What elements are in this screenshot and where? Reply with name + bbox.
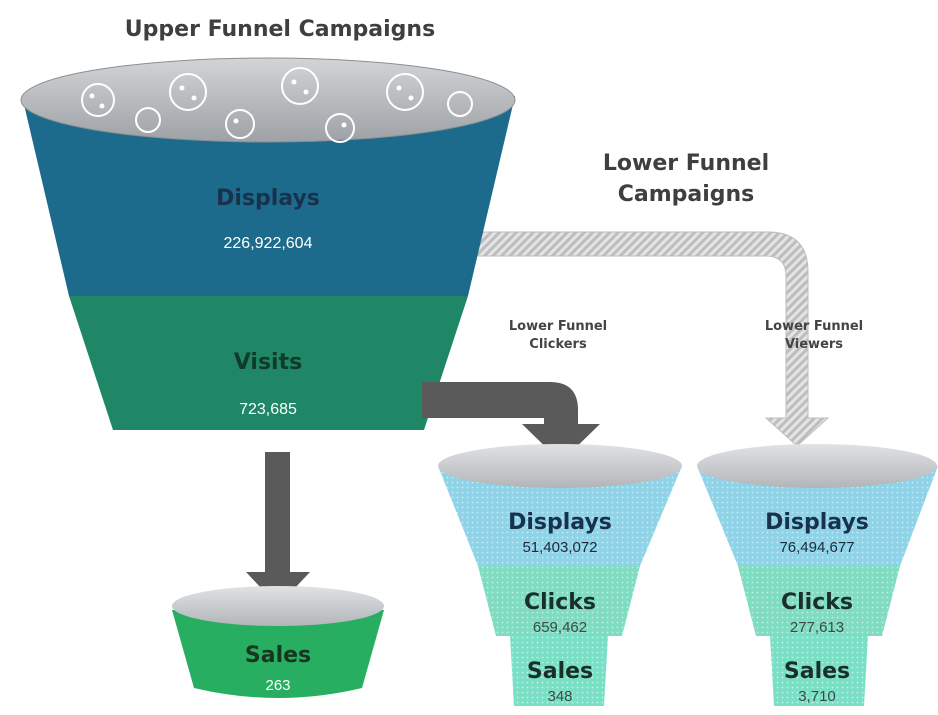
clickers-displays-label: Displays <box>508 510 612 535</box>
clickers-arrow <box>422 382 600 462</box>
upper-displays-segment <box>22 96 515 296</box>
upper-displays-value: 226,922,604 <box>224 235 313 252</box>
clickers-funnel <box>438 444 682 706</box>
upper-funnel-rim <box>21 58 515 142</box>
clickers-sales-value: 348 <box>547 688 572 705</box>
viewers-funnel <box>697 444 938 706</box>
upper-funnel-title: Upper Funnel Campaigns <box>125 17 435 42</box>
clickers-sales-label: Sales <box>527 659 593 684</box>
upper-displays-label: Displays <box>216 186 320 211</box>
clickers-rim <box>438 444 682 488</box>
upper-sales-label: Sales <box>245 643 311 668</box>
viewers-sales-label: Sales <box>784 659 850 684</box>
clickers-clicks-value: 659,462 <box>533 619 587 636</box>
clickers-group-label-line1: Lower Funnel <box>509 319 607 334</box>
upper-sales-value: 263 <box>265 677 290 694</box>
sales-arrow <box>246 452 310 606</box>
upper-visits-segment <box>69 296 468 430</box>
viewers-clicks-value: 277,613 <box>790 619 844 636</box>
viewers-group-label-line1: Lower Funnel <box>765 319 863 334</box>
viewers-displays-label: Displays <box>765 510 869 535</box>
lower-funnel-title-line1: Lower Funnel <box>603 151 769 176</box>
viewers-rim <box>697 444 937 488</box>
viewers-sales-value: 3,710 <box>798 688 836 705</box>
clickers-displays-value: 51,403,072 <box>522 539 597 556</box>
upper-sales-rim <box>172 586 384 626</box>
upper-visits-label: Visits <box>234 350 302 375</box>
upper-sales-segment <box>172 610 384 698</box>
clickers-group-label-line2: Clickers <box>529 337 587 352</box>
lower-funnel-title-line2: Campaigns <box>618 182 755 207</box>
viewers-displays-value: 76,494,677 <box>779 539 854 556</box>
viewers-group-label-line2: Viewers <box>785 337 843 352</box>
upper-visits-value: 723,685 <box>239 401 297 418</box>
viewers-clicks-label: Clicks <box>781 590 853 615</box>
clickers-clicks-label: Clicks <box>524 590 596 615</box>
cookie-icon <box>81 67 473 143</box>
